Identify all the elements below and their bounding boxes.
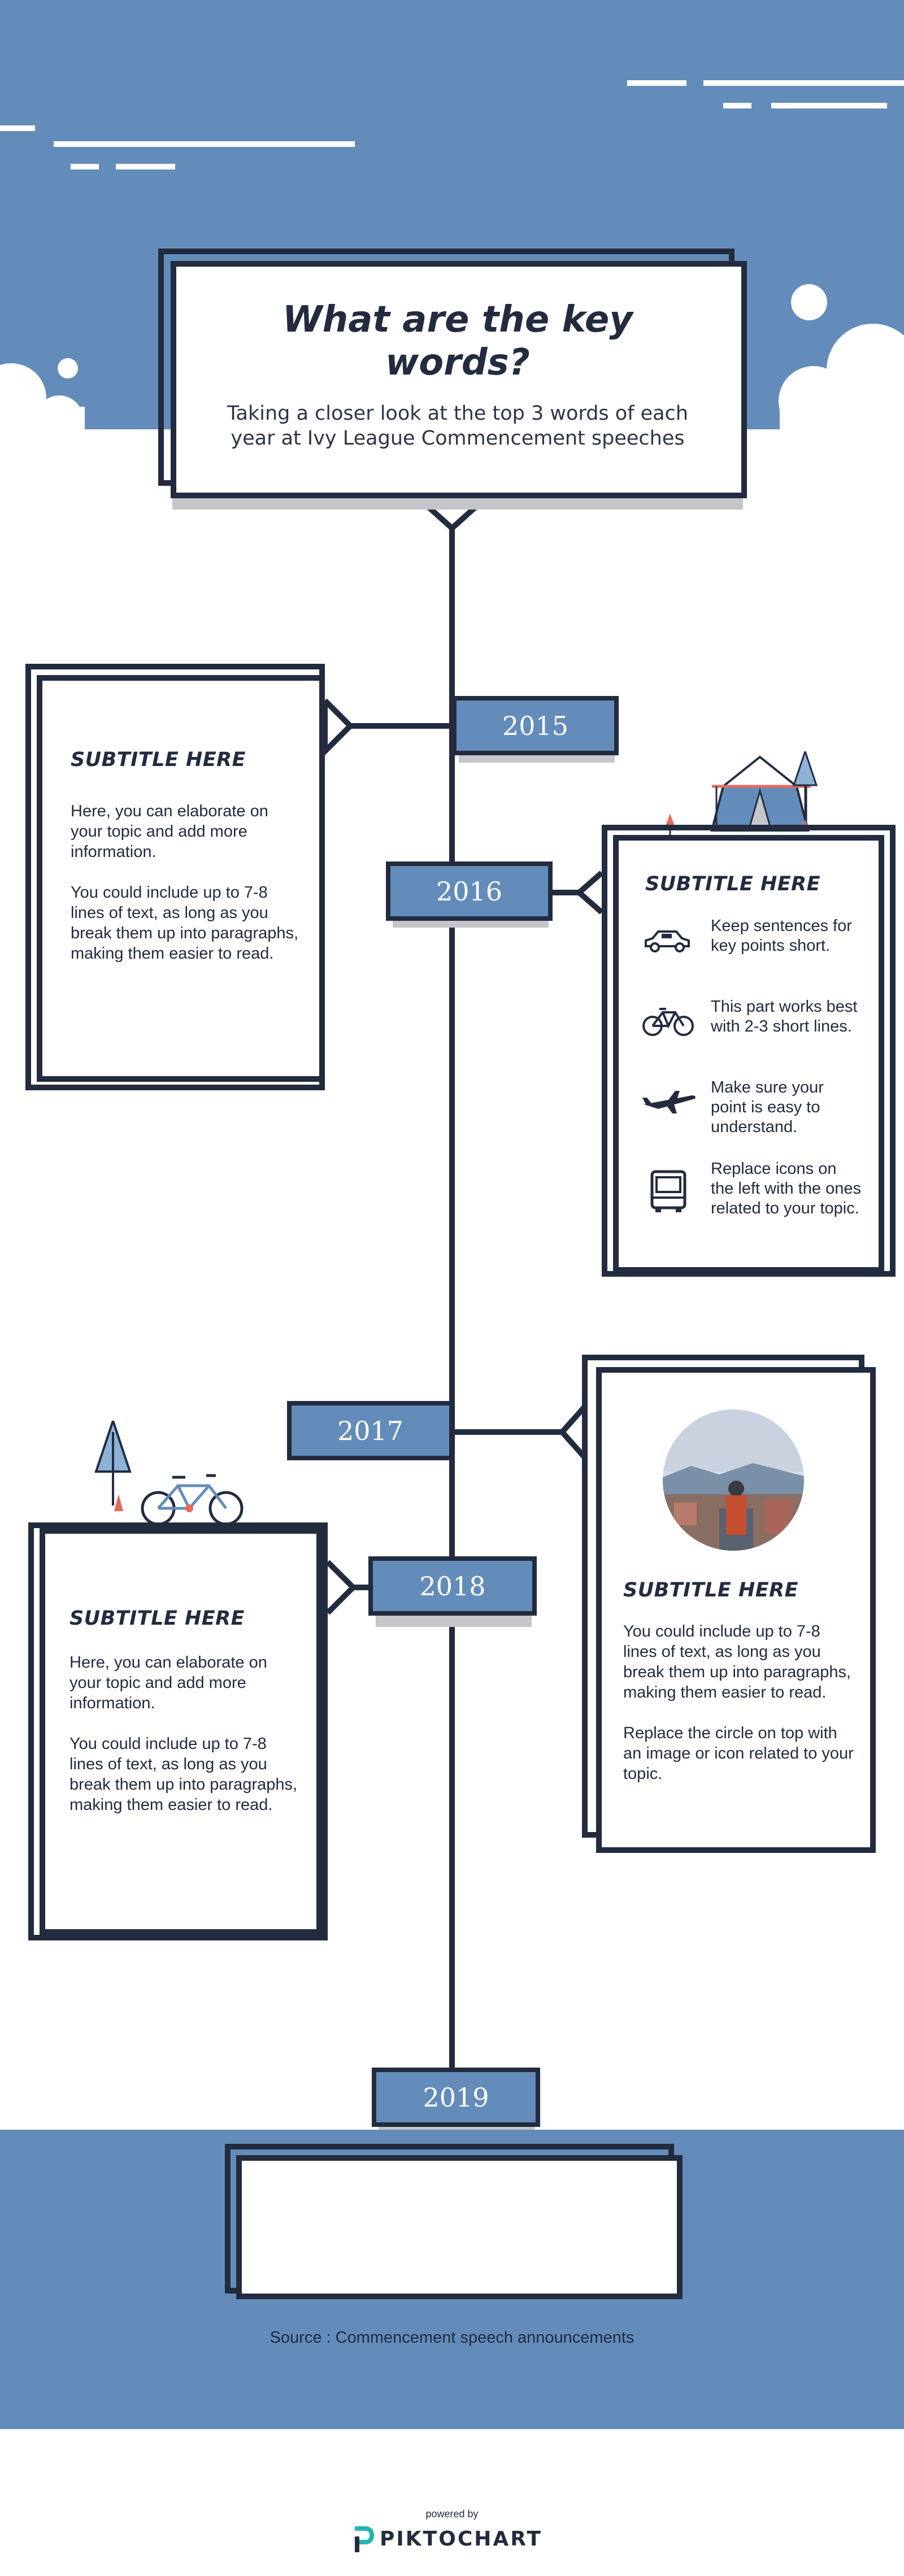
card-2016-heading: SUBTITLE HERE (645, 873, 821, 895)
sky-dash (71, 164, 99, 169)
year-label-2018: 2018 (368, 1556, 537, 1616)
card-2015 (37, 675, 325, 1082)
powered-by-label: powered by (425, 2508, 479, 2520)
car-icon (645, 930, 690, 952)
header-card-shadow (172, 497, 743, 510)
card-2016-item: Replace icons on the left with the ones … (711, 1160, 861, 1217)
sky-dash (0, 125, 35, 131)
card-2016-item: Keep sentences for key points short. (711, 917, 852, 955)
card-2018 (40, 1528, 322, 1935)
card-2017-heading: SUBTITLE HERE (623, 1579, 799, 1602)
year-label-2015: 2015 (452, 696, 619, 755)
card-2017-body: You could include up to 7-8 lines of tex… (623, 1621, 855, 1804)
sky-dash (54, 141, 355, 147)
photo-circle (663, 1409, 804, 1551)
bicycle-icon (642, 1008, 694, 1036)
year-label-2019: 2019 (372, 2068, 540, 2127)
card-2016-item: This part works best with 2-3 short line… (711, 998, 858, 1035)
airplane-icon (642, 1091, 696, 1113)
card-2016-back (602, 825, 896, 1277)
page-title: What are the key words? (282, 299, 633, 384)
year-label-2016: 2016 (386, 861, 553, 921)
card-2016-item: Make sure your point is easy to understa… (711, 1078, 824, 1136)
page-subtitle: Taking a closer look at the top 3 words … (227, 402, 689, 450)
sky-dash (723, 103, 751, 108)
card-2018-body: Here, you can elaborate on your topic an… (69, 1652, 301, 1835)
bike-tree-illustration (94, 1421, 254, 1546)
clouds-illustration (0, 284, 904, 435)
card-2019 (236, 2155, 683, 2299)
card-2016 (613, 835, 884, 1273)
timeline (322, 501, 604, 2073)
card-2018-heading: SUBTITLE HERE (69, 1607, 245, 1630)
piktochart-wordmark[interactable]: PIKTOCHART (380, 2527, 542, 2551)
card-2015-body: Here, you can elaborate on your topic an… (71, 801, 302, 984)
card-2018-paragraph: You could include up to 7-8 lines of tex… (69, 1735, 298, 1814)
year-shadow (376, 1616, 532, 1627)
card-2017-paragraph: You could include up to 7-8 lines of tex… (623, 1622, 851, 1702)
card-2017-paragraph: Replace the circle on top with an image … (623, 1724, 854, 1783)
header-card (171, 261, 747, 498)
card-2018-paragraph: Here, you can elaborate on your topic an… (69, 1653, 267, 1712)
sky-dash (627, 80, 686, 86)
sky-dash (771, 103, 887, 108)
card-2018-back (28, 1522, 328, 1940)
piktochart-logo-icon[interactable] (351, 2525, 374, 2553)
sky-dash (116, 164, 175, 169)
sky-dash (703, 80, 904, 86)
card-2015-paragraph: You could include up to 7-8 lines of tex… (71, 884, 299, 963)
bus-icon (650, 1170, 686, 1212)
card-2015-paragraph: Here, you can elaborate on your topic an… (71, 802, 268, 861)
card-2015-heading: SUBTITLE HERE (71, 749, 246, 771)
year-label-2017: 2017 (287, 1401, 454, 1460)
source-note: Source : Commencement speech announcemen… (270, 2329, 634, 2347)
